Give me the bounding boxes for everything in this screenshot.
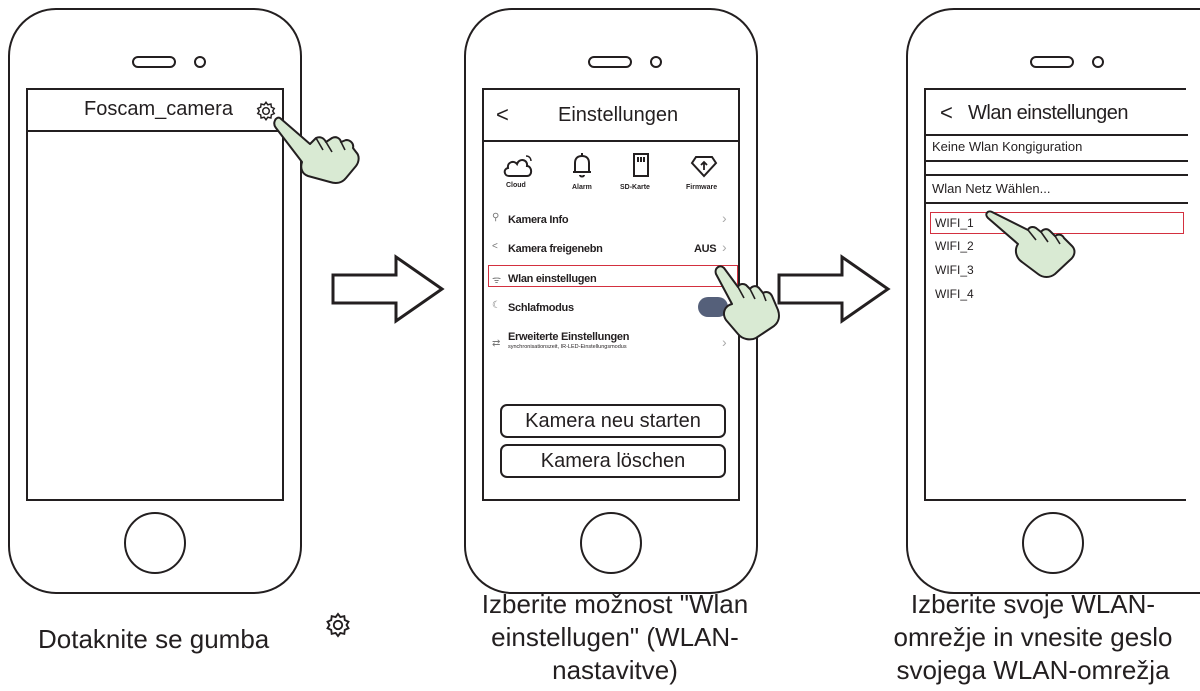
phone-1: Foscam_camera [8,8,302,594]
caption-line: einstellugen" (WLAN- [491,622,739,652]
home-button [580,512,642,574]
network-item-wifi-3[interactable]: WIFI_3 [935,263,974,277]
screen-1: Foscam_camera [26,88,284,501]
advanced-icon: ⇄ [492,338,501,349]
row-label: Schlafmodus [508,302,574,314]
speaker [132,56,176,68]
caption-step-1: Dotaknite se gumba [38,624,270,654]
row-label: Erweiterte Einstellungen [508,331,630,343]
speaker [1030,56,1074,68]
wifi-icon: ᯤ [492,275,502,286]
gear-icon[interactable] [255,100,277,122]
pointing-hand-icon [985,210,1076,278]
front-camera [194,56,206,68]
cloud-icon[interactable] [502,152,534,180]
network-item-wifi-2[interactable]: WIFI_2 [935,239,974,253]
title-bar [484,90,738,142]
right-arrow-icon [331,254,445,324]
front-camera [650,56,662,68]
restart-button[interactable]: Kamera neu starten [500,404,726,438]
select-text: Wlan Netz Wählen... [932,181,1051,196]
screen-title: Foscam_camera [84,98,233,120]
caption-step-3: Izberite svoje WLAN- omrežje in vnesite … [848,588,1200,687]
delete-button[interactable]: Kamera löschen [500,444,726,478]
phone-3: < Wlan einstellungen Keine Wlan Kongigur… [906,8,1200,594]
pointing-hand-icon [714,265,780,341]
tile-cloud-label: Cloud [506,182,526,189]
caption-line: Izberite možnost "Wlan [481,589,749,619]
chevron-right-icon: › [722,334,727,350]
chevron-right-icon: › [722,239,727,255]
screen-title: Wlan einstellungen [968,102,1129,124]
bell-icon[interactable] [570,152,594,180]
network-name: WIFI_1 [935,216,974,230]
caption-line: nastavitve) [552,655,678,685]
back-button[interactable]: < [940,100,953,125]
row-value: AUS [694,243,717,255]
pointing-hand-icon [273,116,360,184]
chevron-right-icon: › [722,210,727,226]
screen-3: < Wlan einstellungen Keine Wlan Kongigur… [924,88,1188,501]
home-button [1022,512,1084,574]
row-label: Wlan einstellugen [508,273,597,285]
screen-title: Einstellungen [558,104,679,126]
row-label: Kamera freigenebn [508,243,603,255]
caption-line: svojega WLAN-omrežja [896,655,1170,685]
delete-button-label: Kamera löschen [540,450,686,472]
home-button [124,512,186,574]
status-text: Keine Wlan Kongiguration [932,139,1083,154]
sleep-toggle[interactable] [698,297,728,317]
back-button[interactable]: < [496,102,509,127]
caption-step-2: Izberite možnost "Wlan einstellugen" (WL… [430,588,800,687]
network-item-wifi-4[interactable]: WIFI_4 [935,287,974,301]
share-icon: < [492,241,498,252]
right-arrow-icon [777,254,891,324]
wlan-status-row: Keine Wlan Kongiguration [926,134,1188,162]
caption-line: Izberite svoje WLAN- [910,589,1156,619]
location-icon: ⚲ [492,212,500,223]
screen-2: < Einstellungen Cloud Alarm SD-Karte Fir… [482,88,740,501]
caption-line: omrežje in vnesite geslo [893,622,1173,652]
tile-firmware-label: Firmware [686,184,718,191]
sd-card-icon[interactable] [630,152,652,178]
firmware-icon[interactable] [690,154,718,178]
row-sublabel: synchronisationszeit, IR-LED-Einstellung… [508,344,627,350]
row-label: Kamera Info [508,214,569,226]
moon-icon: ☾ [492,300,501,311]
network-item-wifi-1[interactable]: WIFI_1 [930,212,1184,234]
wlan-select-row[interactable]: Wlan Netz Wählen... [926,174,1188,204]
highlight-frame [488,265,738,287]
tile-alarm-label: Alarm [572,184,592,191]
speaker [588,56,632,68]
gear-icon [326,612,350,638]
restart-button-label: Kamera neu starten [525,410,701,432]
title-bar [926,90,1188,136]
title-bar [28,90,282,132]
phone-2: < Einstellungen Cloud Alarm SD-Karte Fir… [464,8,758,594]
front-camera [1092,56,1104,68]
tile-sd-label: SD-Karte [620,184,650,191]
